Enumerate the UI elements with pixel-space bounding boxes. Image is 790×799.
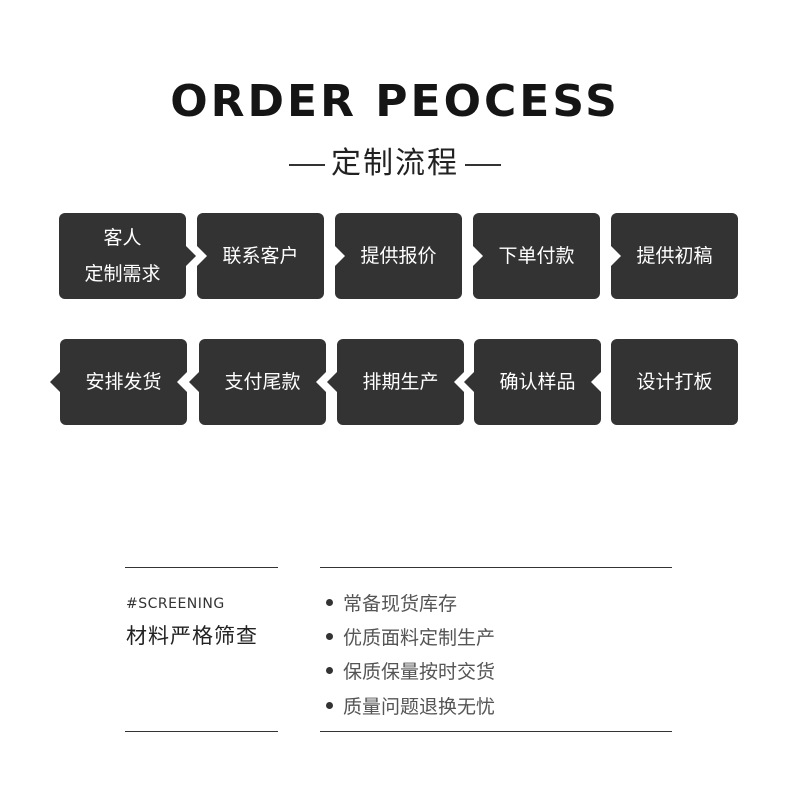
step-design-sampling: 设计打板	[611, 339, 738, 425]
bullet-icon	[326, 633, 333, 640]
step-label-line2: 定制需求	[84, 263, 161, 285]
step-final-payment: 支付尾款	[189, 339, 326, 425]
feature-item: 保质保量按时交货	[326, 657, 495, 684]
bullet-icon	[326, 667, 333, 674]
step-label: 设计打板	[636, 371, 713, 393]
subtitle-dash-right	[465, 163, 501, 166]
feature-item: 常备现货库存	[326, 589, 457, 616]
step-label: 安排发货	[85, 371, 162, 393]
page-subtitle: 定制流程	[0, 138, 790, 182]
feature-item: 质量问题退换无忧	[326, 692, 495, 719]
bullet-icon	[326, 599, 333, 606]
step-confirm-sample: 确认样品	[464, 339, 601, 425]
step-label: 提供初稿	[636, 245, 713, 267]
feature-label: 质量问题退换无忧	[343, 696, 496, 718]
divider-left-top	[125, 567, 278, 568]
subtitle-dash-left	[289, 163, 325, 166]
divider-right-bottom	[320, 731, 672, 732]
divider-left-bottom	[125, 731, 278, 732]
step-provide-quote: 提供报价	[335, 213, 462, 299]
screening-tag: #SCREENING	[126, 596, 225, 612]
step-label: 排期生产	[362, 371, 439, 393]
divider-right-top	[320, 567, 672, 568]
step-schedule-production: 排期生产	[327, 339, 464, 425]
feature-label: 常备现货库存	[343, 593, 458, 615]
feature-label: 保质保量按时交货	[343, 661, 496, 683]
step-arrange-shipping: 安排发货	[50, 339, 187, 425]
feature-label: 优质面料定制生产	[343, 627, 496, 649]
step-label: 支付尾款	[224, 371, 301, 393]
subtitle-text: 定制流程	[331, 146, 459, 181]
step-customer-requirements: 客人 定制需求	[59, 213, 196, 299]
step-label: 确认样品	[499, 371, 576, 393]
step-label-line1: 客人	[103, 227, 142, 249]
step-first-draft: 提供初稿	[611, 213, 738, 299]
step-contact-customer: 联系客户	[197, 213, 324, 299]
step-label: 提供报价	[360, 245, 437, 267]
step-label: 下单付款	[498, 245, 575, 267]
bullet-icon	[326, 702, 333, 709]
page-title: ORDER PEOCESS	[170, 76, 620, 127]
feature-item: 优质面料定制生产	[326, 623, 495, 650]
screening-heading: 材料严格筛查	[126, 624, 258, 648]
step-label: 联系客户	[222, 245, 299, 267]
step-order-payment: 下单付款	[473, 213, 600, 299]
